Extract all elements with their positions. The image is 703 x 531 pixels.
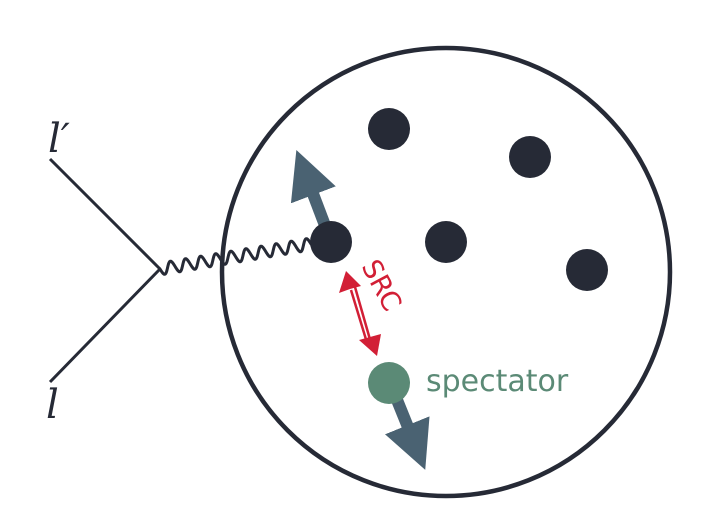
- nucleon: [566, 249, 608, 291]
- nucleus-circle: [219, 45, 673, 499]
- virtual-photon-line: [158, 237, 313, 276]
- spectator-nucleon: [368, 362, 410, 404]
- outgoing-lepton-label: l′: [48, 116, 70, 162]
- nucleon: [425, 221, 467, 263]
- incoming-lepton-label: l: [46, 382, 59, 428]
- struck-nucleon: [310, 221, 352, 263]
- nucleon: [509, 136, 551, 178]
- outgoing-lepton-line: [48, 157, 162, 271]
- spectator-label: spectator: [426, 364, 569, 399]
- incoming-lepton-line: [48, 267, 162, 384]
- src-double-arrow: [339, 271, 381, 356]
- src-label: SRC: [355, 255, 407, 317]
- nucleon: [368, 108, 410, 150]
